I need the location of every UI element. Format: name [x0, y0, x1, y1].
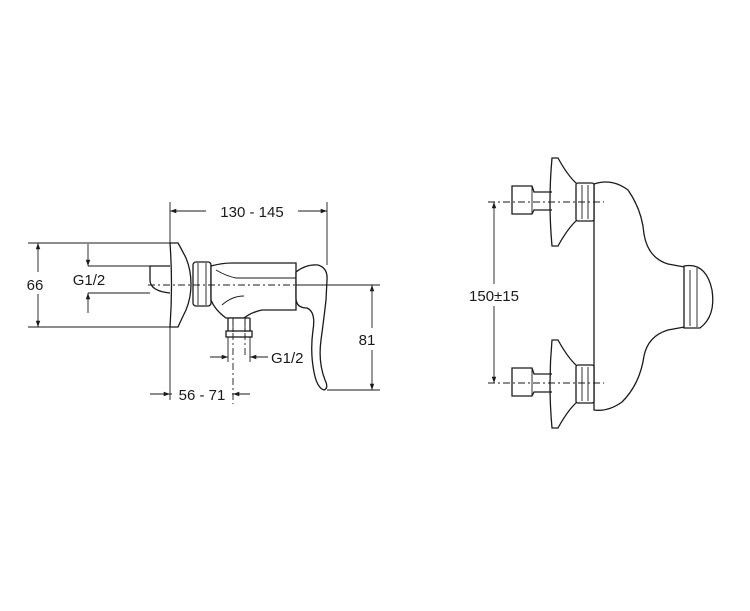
side-view: 130 - 145 66 G1/2 G1/2 56 - 71 81	[20, 199, 386, 404]
outlet-thread-dim: G1/2	[271, 350, 304, 367]
front-view: 150±15	[456, 157, 714, 429]
inlet-stub	[149, 265, 171, 294]
inlet-thread-dim: G1/2	[73, 272, 106, 289]
inlet-spacing-dim: 150±15	[469, 288, 519, 305]
outlet-connector	[227, 317, 251, 333]
overall-depth-dim: 130 - 145	[220, 204, 283, 221]
bottom-flange	[549, 339, 583, 429]
mount-height-dim: 66	[27, 277, 44, 294]
handle-knob	[683, 264, 714, 329]
union-nut	[192, 261, 212, 307]
mixer-column	[593, 181, 691, 411]
outlet-offset-dim: 56 - 71	[179, 387, 226, 404]
bottom-nut	[575, 364, 595, 404]
lever-handle	[295, 264, 328, 391]
outlet-height-dim: 81	[359, 332, 376, 349]
mixer-body	[210, 262, 297, 319]
